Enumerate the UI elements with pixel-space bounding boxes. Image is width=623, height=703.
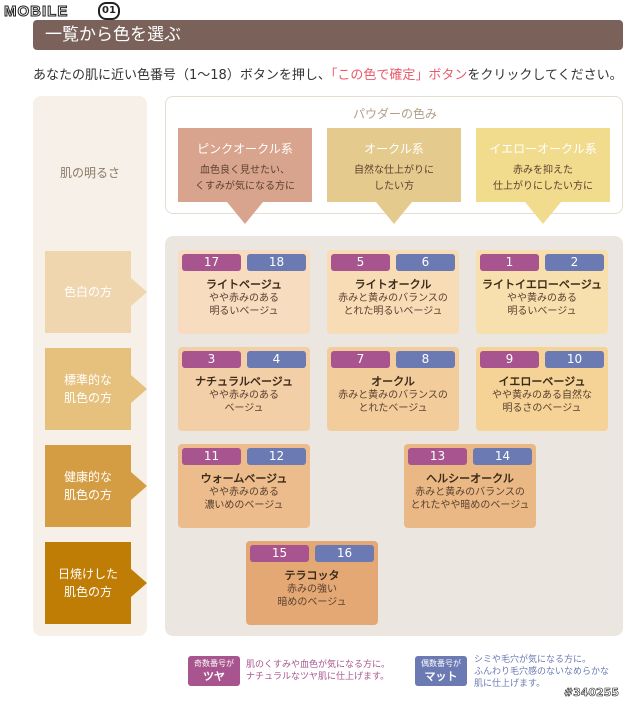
shade-button-7[interactable]: 7	[331, 351, 390, 368]
shade-button-5[interactable]: 5	[331, 254, 390, 271]
category-ochre: オークル系 自然な仕上がりに したい方	[327, 128, 461, 224]
tone-label: 色白の方	[63, 285, 112, 299]
instruction-before: あなたの肌に近い色番号（1〜18）ボタンを押し、	[33, 68, 331, 83]
tone-label: 健康的な 肌色の方	[63, 470, 112, 502]
shade-card-yellow-beige: 9 10 イエローベージュ やや黄みのある自然な 明るさのベージュ	[476, 347, 608, 431]
site-logo[interactable]: MOBILE	[3, 3, 69, 21]
watermark: #340255	[563, 686, 620, 700]
shade-button-12[interactable]: 12	[247, 448, 306, 465]
shade-name: ライトオークル	[354, 278, 432, 291]
odd-legend-desc: 肌のくすみや血色が気になる方に。 ナチュラルなツヤ肌に仕上げます。	[246, 660, 391, 682]
tone-fair: 色白の方	[45, 251, 147, 333]
shade-button-6[interactable]: 6	[396, 254, 455, 271]
logo-badge-icon: 01	[98, 2, 120, 20]
shade-button-3[interactable]: 3	[182, 351, 241, 368]
tone-standard: 標準的な 肌色の方	[45, 348, 147, 430]
shade-button-4[interactable]: 4	[247, 351, 306, 368]
shade-name: ナチュラルベージュ	[194, 375, 293, 388]
category-yellow-ochre: イエローオークル系 赤みを抑えた 仕上がりにしたい方に	[476, 128, 610, 224]
legend-small: 奇数番号が	[194, 659, 234, 668]
tone-label: 標準的な 肌色の方	[63, 373, 112, 405]
shade-button-10[interactable]: 10	[545, 351, 604, 368]
tone-healthy: 健康的な 肌色の方	[45, 445, 147, 527]
shade-button-15[interactable]: 15	[250, 545, 309, 562]
skin-brightness-heading: 肌の明るさ	[59, 166, 120, 180]
shade-desc: やや赤みのある 濃いめのベージュ	[204, 487, 284, 511]
shade-name: ヘルシーオークル	[426, 472, 514, 485]
shade-name: テラコッタ	[284, 569, 340, 582]
shade-card-terracotta: 15 16 テラコッタ 赤みの強い 暗めのベージュ	[246, 541, 378, 625]
shade-button-17[interactable]: 17	[182, 254, 241, 271]
shade-card-light-beige: 17 18 ライトベージュ やや赤みのある 明るいベージュ	[178, 250, 310, 334]
shade-button-8[interactable]: 8	[396, 351, 455, 368]
legend-small: 偶数番号が	[421, 659, 461, 668]
category-name: オークル系	[364, 142, 424, 156]
shade-desc: 赤みの強い 暗めのベージュ	[277, 584, 347, 608]
category-name: イエローオークル系	[489, 142, 597, 156]
shade-button-13[interactable]: 13	[408, 448, 467, 465]
legend-big: マット	[424, 670, 458, 683]
even-legend-desc: シミや毛穴が気になる方に。 ふんわり毛穴感のないなめらかな 肌に仕上げます。	[474, 655, 610, 689]
shade-name: ライトベージュ	[205, 278, 282, 291]
instruction-text: あなたの肌に近い色番号（1〜18）ボタンを押し、「この色で確定」ボタンをクリック…	[33, 64, 623, 83]
tone-label: 日焼けした 肌色の方	[57, 567, 118, 599]
shade-button-9[interactable]: 9	[480, 351, 539, 368]
shade-desc: 赤みと黄みのバランスの とれた明るいベージュ	[338, 293, 448, 317]
shade-button-2[interactable]: 2	[545, 254, 604, 271]
shade-desc: 赤みと黄みのバランスの とれたやや暗めのベージュ	[410, 487, 530, 511]
instruction-highlight: 「この色で確定」ボタン	[330, 68, 468, 83]
shade-desc: やや黄みのある 明るいベージュ	[507, 293, 577, 317]
shade-desc: やや黄みのある自然な 明るさのベージュ	[492, 390, 592, 414]
powder-color-title: パウダーの色み	[352, 107, 437, 121]
legend-big: ツヤ	[203, 670, 225, 683]
shade-button-11[interactable]: 11	[182, 448, 241, 465]
shade-card-warm-beige: 11 12 ウォームベージュ やや赤みのある 濃いめのベージュ	[178, 444, 310, 528]
category-desc: 血色良く見せたい、 くすみが気になる方に	[195, 165, 295, 192]
shade-name: イエローベージュ	[498, 375, 586, 388]
shade-button-1[interactable]: 1	[480, 254, 539, 271]
even-number-matte-badge: 偶数番号が マット	[415, 656, 467, 686]
shade-button-16[interactable]: 16	[315, 545, 374, 562]
shade-button-18[interactable]: 18	[247, 254, 306, 271]
page-title: 一覧から色を選ぶ	[45, 25, 181, 45]
tone-tanned: 日焼けした 肌色の方	[45, 542, 147, 624]
category-pink-ochre: ピンクオークル系 血色良く見せたい、 くすみが気になる方に	[178, 128, 312, 224]
category-name: ピンクオークル系	[197, 142, 293, 156]
shade-name: ウォームベージュ	[200, 472, 288, 485]
shade-desc: やや赤みのある 明るいベージュ	[209, 293, 279, 317]
section-header: 一覧から色を選ぶ	[33, 20, 623, 50]
category-desc: 自然な仕上がりに したい方	[354, 165, 434, 192]
shade-desc: やや赤みのある ベージュ	[209, 390, 279, 414]
shade-button-14[interactable]: 14	[473, 448, 532, 465]
shade-name: ライトイエローベージュ	[482, 278, 602, 291]
shade-name: オークル	[371, 375, 415, 388]
shade-desc: 赤みと黄みのバランスの とれたベージュ	[338, 390, 448, 414]
odd-number-gloss-badge: 奇数番号が ツヤ	[188, 656, 240, 686]
category-desc: 赤みを抑えた 仕上がりにしたい方に	[493, 165, 593, 192]
shade-card-healthy-ochre: 13 14 ヘルシーオークル 赤みと黄みのバランスの とれたやや暗めのベージュ	[404, 444, 536, 528]
instruction-after: をクリックしてください。	[467, 68, 623, 83]
